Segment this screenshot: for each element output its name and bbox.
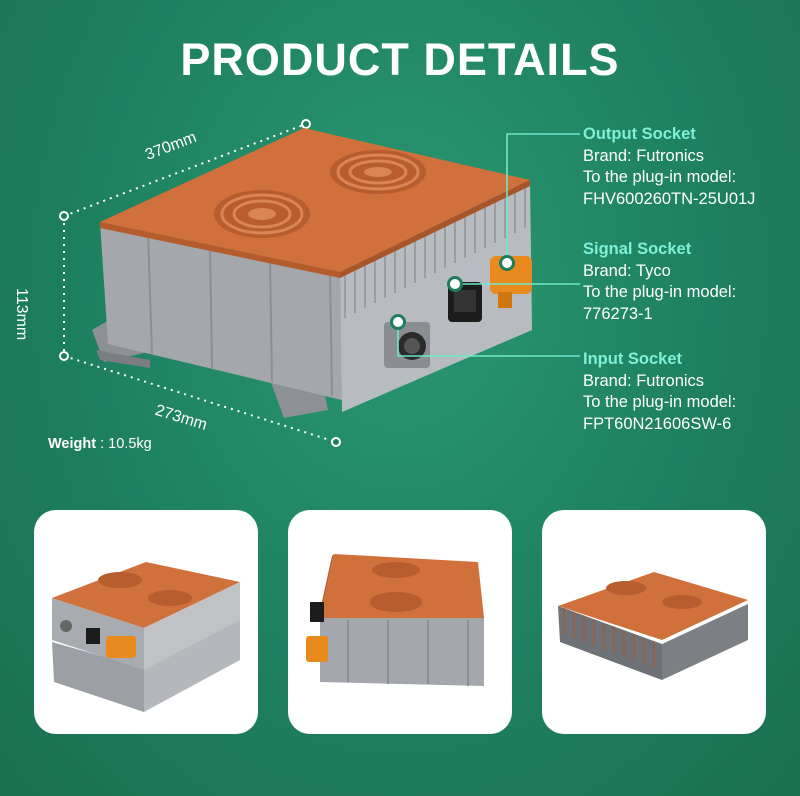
- spec-heading: Output Socket: [583, 125, 696, 143]
- spec-brand: Brand: Futronics: [583, 146, 705, 165]
- spec-model-label: To the plug-in model:: [583, 393, 737, 411]
- dimension-endpoint: [59, 351, 69, 361]
- weight-label: Weight: [48, 436, 97, 452]
- signal-socket: [448, 282, 482, 322]
- product-thumbnail-image: [558, 572, 748, 680]
- dimension-height: 113mm: [13, 288, 30, 341]
- spec-brand: Brand: Futronics: [583, 371, 705, 390]
- spec-heading: Signal Socket: [583, 240, 692, 258]
- heatsink-fins: [344, 182, 526, 318]
- dimension-endpoint: [59, 211, 69, 221]
- product-photo-top-angle[interactable]: [288, 510, 512, 734]
- housing-left-face: [100, 222, 342, 400]
- spec-model: 776273-1: [583, 304, 653, 323]
- dimension-endpoint: [331, 437, 341, 447]
- weight-value: 10.5kg: [108, 436, 152, 452]
- callout-marker: [499, 255, 515, 271]
- dimension-lines: [63, 123, 337, 443]
- spec-model: FPT60N21606SW-6: [583, 414, 732, 433]
- spec-model-label: To the plug-in model:: [583, 168, 737, 186]
- signal-socket-spec: Signal Socket Brand: Tyco To the plug-in…: [583, 239, 736, 325]
- spec-heading: Input Socket: [583, 350, 683, 368]
- callout-lines: [397, 133, 580, 357]
- page-title: PRODUCT DETAILS: [180, 34, 620, 85]
- input-socket: [384, 322, 430, 368]
- weight-separator: :: [96, 436, 109, 452]
- fan-icon: [214, 190, 310, 238]
- housing-ribs: [147, 231, 333, 397]
- dimension-endpoint: [301, 119, 311, 129]
- weight-info: Weight : 10.5kg: [48, 436, 152, 452]
- output-socket-spec: Output Socket Brand: Futronics To the pl…: [583, 124, 755, 210]
- product-thumbnail-image: [306, 554, 484, 686]
- product-photo-front-angle[interactable]: [34, 510, 258, 734]
- product-photo-rear-angle[interactable]: [542, 510, 766, 734]
- callout-marker: [390, 314, 406, 330]
- spec-model: FHV600260TN-25U01J: [583, 189, 756, 208]
- callout-marker: [447, 276, 463, 292]
- spec-model-label: To the plug-in model:: [583, 283, 737, 301]
- product-thumbnail-image: [52, 562, 240, 712]
- input-socket-spec: Input Socket Brand: Futronics To the plu…: [583, 349, 736, 435]
- spec-brand: Brand: Tyco: [583, 261, 671, 280]
- fan-icon: [330, 150, 426, 194]
